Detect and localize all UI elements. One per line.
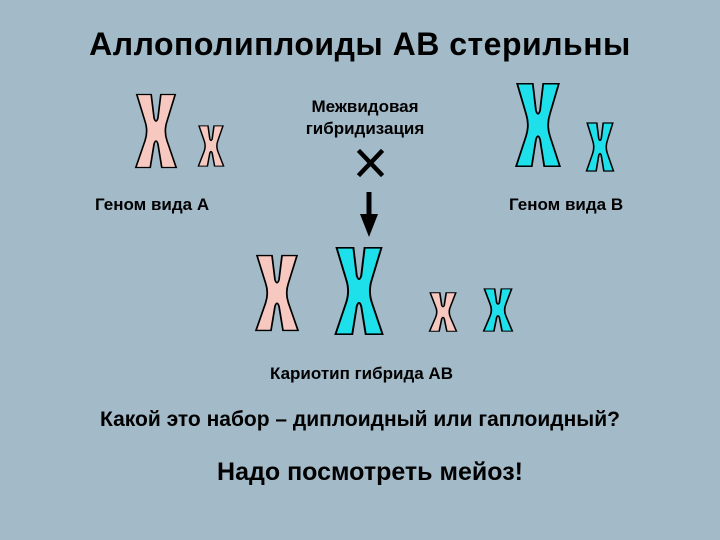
genome-a-label: Геном вида А	[95, 195, 210, 214]
chromosome-a-large	[134, 93, 178, 169]
hybridization-label: Межвидовая гибридизация	[305, 97, 425, 138]
hybrid-karyotype	[255, 246, 514, 336]
karyotype-label: Кариотип гибрида АВ	[270, 364, 453, 383]
cross-icon	[356, 148, 385, 178]
genome-a-chromosomes	[134, 93, 225, 169]
down-arrow-icon	[360, 192, 378, 237]
chromosome-a-small	[197, 125, 225, 167]
genome-b-chromosomes	[515, 82, 615, 172]
chromosome-b-large	[515, 82, 561, 168]
genome-b-label: Геном вида В	[509, 195, 624, 214]
question-text: Какой это набор – диплоидный или гаплоид…	[100, 408, 620, 431]
answer-text: Надо посмотреть мейоз!	[217, 458, 523, 486]
chromosome-b-small	[585, 122, 615, 172]
hybrid-chromosome-a-large	[255, 254, 299, 332]
hybrid-chromosome-a-small	[428, 291, 458, 333]
hybrid-chromosome-b-small	[482, 288, 514, 332]
hybrid-chromosome-b-large	[334, 246, 384, 336]
slide-title: Аллополиплоиды АВ стерильны	[89, 26, 631, 62]
